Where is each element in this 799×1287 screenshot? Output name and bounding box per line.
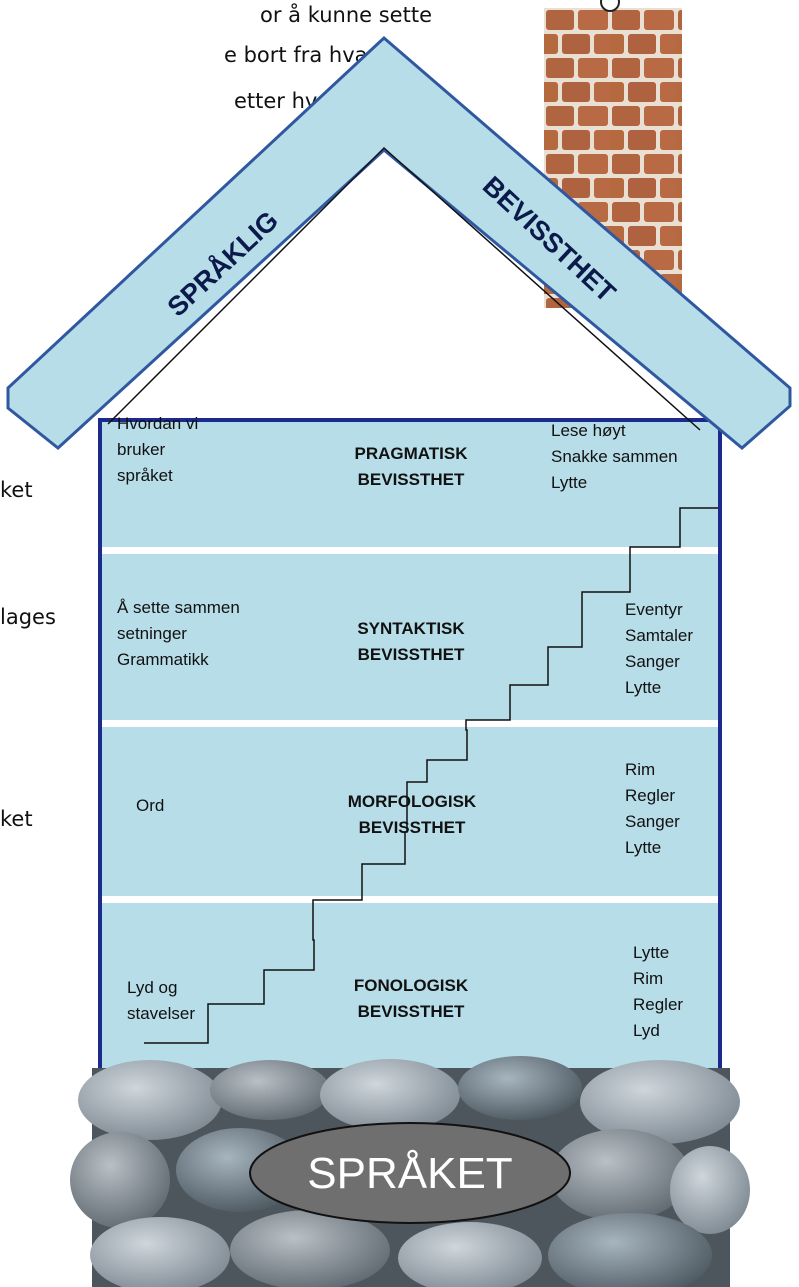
floor-pragmatisk-left-1: Hvordan vi xyxy=(117,414,198,433)
floor-syntaktisk-left-2: setninger xyxy=(117,624,187,643)
floor-divider-2 xyxy=(102,720,718,727)
floor-pragmatisk-right-2: Snakke sammen xyxy=(551,447,678,466)
floor-fonologisk-left-2: stavelser xyxy=(127,1004,195,1023)
floor-syntaktisk-right-1: Eventyr xyxy=(625,600,683,619)
top-text-line-2: e bort fra hva xyxy=(224,43,368,67)
floor-pragmatisk-left-2: bruker xyxy=(117,440,166,459)
foundation-label: SPRÅKET xyxy=(307,1149,512,1198)
staircase xyxy=(144,507,718,1044)
foundation-stones xyxy=(70,1056,750,1287)
floor-fonologisk-left-1: Lyd og xyxy=(127,978,177,997)
chimney-smoke-ring xyxy=(600,0,620,12)
floor-pragmatisk-title-2: BEVISSTHET xyxy=(358,470,465,489)
floor-syntaktisk-title-1: SYNTAKTISK xyxy=(357,619,465,638)
floor-divider-1 xyxy=(102,547,718,554)
floor-pragmatisk-title-1: PRAGMATISK xyxy=(354,444,468,463)
roof-inner-line xyxy=(107,146,701,431)
floor-fonologisk-right-2: Rim xyxy=(633,969,663,988)
floor-syntaktisk-right-2: Samtaler xyxy=(625,626,693,645)
floor-syntaktisk-right-3: Sanger xyxy=(625,652,680,671)
side-fragment-3: ket xyxy=(0,807,33,831)
floor-morfologisk-right-3: Sanger xyxy=(625,812,680,831)
floor-morfologisk-right-2: Regler xyxy=(625,786,675,805)
side-fragment-2: lages xyxy=(0,605,56,629)
floor-syntaktisk-right-4: Lytte xyxy=(625,678,661,697)
floor-morfologisk-title-2: BEVISSTHET xyxy=(359,818,466,837)
floor-syntaktisk-left-3: Grammatikk xyxy=(117,650,209,669)
floor-morfologisk-right-1: Rim xyxy=(625,760,655,779)
floor-pragmatisk-right-1: Lese høyt xyxy=(551,421,626,440)
top-text-line-1: or å kunne sette xyxy=(260,2,432,27)
floor-syntaktisk-title-2: BEVISSTHET xyxy=(358,645,465,664)
floor-syntaktisk-left-1: Å sette sammen xyxy=(117,598,240,617)
floor-morfologisk-title-1: MORFOLOGISK xyxy=(348,792,477,811)
foundation-label-oval xyxy=(249,1122,571,1224)
floor-pragmatisk-left-3: språket xyxy=(117,466,173,485)
floor-fonologisk-title-2: BEVISSTHET xyxy=(358,1002,465,1021)
side-fragment-1: ket xyxy=(0,478,33,502)
floor-fonologisk-right-3: Regler xyxy=(633,995,683,1014)
floor-pragmatisk-right-3: Lytte xyxy=(551,473,587,492)
floor-divider-3 xyxy=(102,896,718,903)
floor-fonologisk-right-4: Lyd xyxy=(633,1021,660,1040)
floor-fonologisk-right-1: Lytte xyxy=(633,943,669,962)
floor-morfologisk-right-4: Lytte xyxy=(625,838,661,857)
roof xyxy=(6,35,792,450)
floor-morfologisk-left-1: Ord xyxy=(136,796,164,815)
floor-fonologisk-title-1: FONOLOGISK xyxy=(354,976,469,995)
